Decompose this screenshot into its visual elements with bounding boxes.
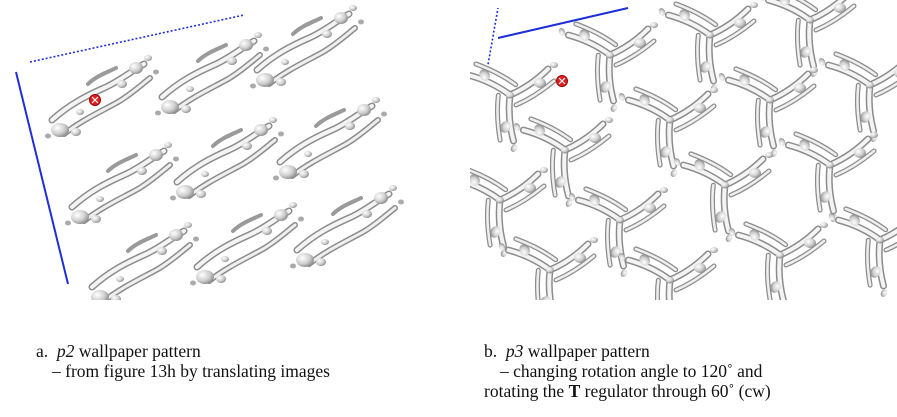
p2-pattern-image: [15, 0, 440, 300]
panel-b-figure: [470, 0, 897, 300]
motif-tiles: [45, 5, 404, 300]
wallpaper-group-name: p2: [56, 341, 75, 361]
lattice-axis-dotted: [485, 7, 499, 77]
caption-title-text: wallpaper pattern: [74, 341, 201, 361]
motif-tiles: [470, 0, 897, 300]
panel-a-figure: [0, 0, 440, 300]
lattice-axis-vertical: [15, 71, 69, 285]
caption-b-title: b. p3 wallpaper pattern: [484, 341, 894, 361]
lattice-axis-solid: [497, 7, 629, 39]
rotation-center-marker: [89, 94, 101, 106]
caption-b-description-line1: – changing rotation angle to 120˚ and: [500, 361, 763, 381]
caption-a: a. p2 wallpaper pattern – from figure 13…: [36, 341, 436, 381]
panel-letter: b.: [484, 341, 498, 361]
caption-b-description-line2: rotating the T regulator through 60˚ (cw…: [484, 381, 894, 401]
wallpaper-group-name: p3: [505, 341, 524, 361]
rotation-center-marker: [556, 75, 568, 87]
caption-b: b. p3 wallpaper pattern – changing rotat…: [484, 341, 894, 401]
regulator-symbol: T: [568, 381, 581, 401]
panel-letter: a.: [36, 341, 49, 361]
caption-text: rotating the: [484, 381, 569, 401]
p3-pattern-image: [470, 0, 897, 300]
caption-title-text: wallpaper pattern: [523, 341, 650, 361]
caption-a-title: a. p2 wallpaper pattern: [36, 341, 436, 361]
lattice-axis-horizontal: [29, 14, 245, 63]
caption-a-description: – from figure 13h by translating images: [52, 361, 330, 381]
caption-text: regulator through 60˚ (cw): [580, 381, 771, 401]
